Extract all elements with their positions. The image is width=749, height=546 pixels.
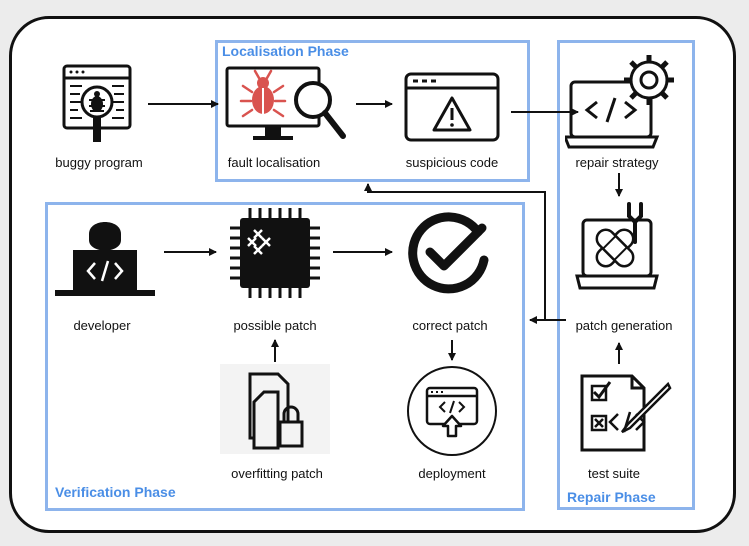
fault-localisation-icon	[225, 66, 350, 151]
suspicious-code-label: suspicious code	[405, 155, 499, 170]
suspicious-code-icon	[404, 72, 500, 147]
possible-patch-icon	[228, 206, 322, 305]
repair-phase-title: Repair Phase	[567, 489, 656, 505]
overfitting-patch-label: overfitting patch	[231, 466, 323, 481]
patch-generation-label: patch generation	[575, 318, 673, 333]
repair-phase-box	[557, 40, 695, 510]
arrow-feedback-to-localisation	[364, 183, 546, 320]
localisation-phase-title: Localisation Phase	[222, 43, 349, 59]
deployment-icon	[405, 364, 499, 463]
buggy-program-icon	[62, 64, 132, 151]
verification-phase-title: Verification Phase	[55, 484, 176, 500]
repair-strategy-icon	[562, 52, 680, 157]
overfitting-patch-icon	[220, 364, 330, 459]
developer-label: developer	[73, 318, 131, 333]
possible-patch-label: possible patch	[233, 318, 317, 333]
correct-patch-icon	[404, 210, 494, 303]
verification-phase-box	[45, 202, 525, 511]
repair-strategy-label: repair strategy	[575, 155, 659, 170]
fault-localisation-label: fault localisation	[227, 155, 321, 170]
patch-generation-icon	[575, 198, 665, 301]
test-suite-icon	[578, 372, 674, 459]
correct-patch-label: correct patch	[412, 318, 488, 333]
buggy-program-label: buggy program	[55, 155, 143, 170]
deployment-label: deployment	[418, 466, 486, 481]
test-suite-label: test suite	[587, 466, 641, 481]
developer-icon	[55, 210, 155, 305]
